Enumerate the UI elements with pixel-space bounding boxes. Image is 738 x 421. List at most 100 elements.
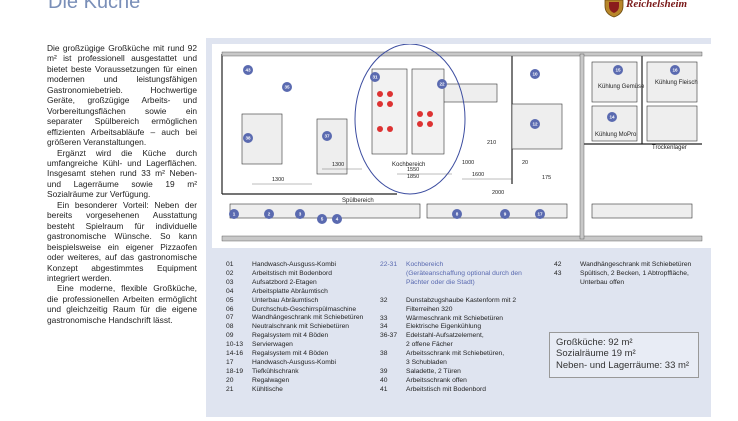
legend-number: 41	[380, 385, 388, 393]
legend-row: 33 Wärmeschrank mit Schiebetüren	[380, 315, 540, 324]
legend-number: 09	[226, 332, 234, 340]
legend-number: 20	[226, 376, 234, 384]
legend-number: 17	[226, 358, 234, 366]
svg-text:2: 2	[268, 212, 271, 217]
svg-text:35: 35	[284, 85, 290, 90]
legend-number: 18-19	[226, 367, 244, 375]
legend-row: 14-16 Regalsystem mit 4 Böden	[226, 350, 363, 359]
legend-text: Servierwagen	[252, 341, 293, 349]
legend-text: Durchschub-Geschirrspülmaschine	[252, 305, 357, 313]
floor-plan: Kühlung Gemüse Kühlung Fleisch Kühlung M…	[212, 44, 711, 248]
intro-paragraph: Die großzügige Großküche mit rund 92 m² …	[47, 43, 197, 148]
legend-number: 02	[226, 269, 234, 277]
legend-row: 3 Schubladen	[380, 359, 540, 368]
legend-text: Arbeitstisch mit Bodenbord	[406, 385, 486, 393]
svg-text:12: 12	[532, 122, 538, 127]
legend-text: Handwasch-Ausguss-Kombi	[252, 261, 337, 268]
legend-row: 34 Elektrische Eigenkühlung	[380, 323, 540, 332]
legend-text: Edelstahl-Aufsatzelement,	[406, 332, 484, 340]
legend-number: 01	[226, 261, 234, 268]
legend-row: 17 Handwasch-Ausguss-Kombi	[226, 359, 363, 368]
legend-text: Elektrische Eigenkühlung	[406, 323, 482, 331]
legend-number: 22-31	[380, 261, 398, 268]
legend-number: 38	[380, 350, 388, 358]
legend-row: Filterreihen 320	[380, 306, 540, 315]
legend-text: Wandhängeschrank mit Schiebetüren	[580, 261, 692, 268]
legend-text: Arbeitsplatte Abräumtisch	[252, 287, 328, 295]
legend-number: 33	[380, 314, 388, 322]
legend-number: 40	[380, 376, 388, 384]
legend-row-highlight: 22-31 Kochbereich	[380, 261, 540, 270]
dimension-label: 1300	[272, 177, 284, 183]
legend-text: Arbeitsschrank mit Schiebetüren,	[406, 350, 505, 358]
legend-number	[380, 306, 406, 315]
legend-row: 10-13 Servierwagen	[226, 341, 363, 350]
svg-text:10: 10	[532, 72, 538, 77]
room-label: Kühlung MoPro	[595, 132, 637, 138]
dimension-label: 20	[522, 160, 528, 166]
dimension-label: 1600	[472, 172, 484, 178]
legend-row: 36-37 Edelstahl-Aufsatzelement,	[380, 332, 540, 341]
dimension-label: 175	[542, 175, 551, 181]
area-summary-box: Großküche: 92 m² Sozialräume 19 m² Neben…	[549, 332, 699, 378]
dimension-label: 1300	[332, 162, 344, 168]
legend-row: 02 Arbeitstisch mit Bodenbord	[226, 270, 363, 279]
legend-number: 14-16	[226, 350, 244, 358]
dimension-label: 1550	[407, 167, 419, 173]
legend-text: Arbeitstisch mit Bodenbord	[252, 269, 332, 277]
legend-row: 38 Arbeitsschrank mit Schiebetüren,	[380, 350, 540, 359]
legend-text: 2 offene Fächer	[406, 341, 453, 349]
svg-text:22: 22	[439, 82, 445, 87]
town-logo	[600, 0, 730, 18]
legend-row: 01 Handwasch-Ausguss-Kombi	[226, 261, 363, 270]
legend-number	[380, 341, 406, 350]
svg-text:3: 3	[299, 212, 302, 217]
legend-text: Filterreihen 320	[406, 305, 453, 313]
intro-text: Die großzügige Großküche mit rund 92 m² …	[47, 43, 197, 325]
legend-number: 34	[380, 323, 388, 331]
legend-text: Regalwagen	[252, 376, 290, 384]
legend-number: 08	[226, 323, 234, 331]
dimension-label: 2000	[492, 190, 504, 196]
legend-text: Saladette, 2 Türen	[406, 367, 461, 375]
legend-row: 04 Arbeitsplatte Abräumtisch	[226, 288, 363, 297]
room-label: Trockenlager	[652, 145, 687, 151]
legend-text: Unterbau Abräumtisch	[252, 296, 319, 304]
svg-text:43: 43	[245, 68, 251, 73]
legend-number: 04	[226, 287, 234, 295]
legend-text: Unterbau offen	[580, 278, 625, 286]
legend-number: 06	[226, 305, 234, 313]
logo-text: Reichelsheim	[626, 0, 688, 10]
legend-text: Wärmeschrank mit Schiebetüren	[406, 314, 504, 322]
plan-markers: 1 2 3 5 4 8 9 17 43 38 35 37 31 22 10 12…	[229, 65, 680, 224]
legend-row: 08 Neutralschrank mit Schiebetüren	[226, 323, 363, 332]
summary-line: Großküche: 92 m²	[556, 337, 633, 348]
legend-number: 07	[226, 314, 234, 322]
page-title: Die Küche	[48, 0, 141, 13]
summary-line: Neben- und Lagerräume: 33 m²	[556, 359, 690, 371]
legend-row: 05 Unterbau Abräumtisch	[226, 297, 363, 306]
svg-text:5: 5	[321, 217, 324, 222]
legend-number: 36-37	[380, 332, 398, 340]
room-label: Kühlung Fleisch	[655, 80, 698, 86]
legend-number: 05	[226, 296, 234, 304]
legend-row-note: (Geräteanschaffung optional durch den Pä…	[380, 270, 540, 288]
legend-text: Regalsystem mit 4 Böden	[252, 350, 329, 358]
svg-text:37: 37	[324, 134, 330, 139]
legend-text: Handwasch-Ausguss-Kombi	[252, 358, 337, 366]
legend-text: Neutralschrank mit Schiebetüren	[252, 323, 350, 331]
legend-number	[554, 279, 580, 288]
legend-number: 21	[226, 385, 234, 393]
svg-text:17: 17	[537, 212, 543, 217]
legend-number: 10-13	[226, 341, 244, 349]
intro-paragraph: Eine moderne, flexible Großküche, die pr…	[47, 283, 197, 325]
legend-number: 32	[380, 296, 388, 304]
